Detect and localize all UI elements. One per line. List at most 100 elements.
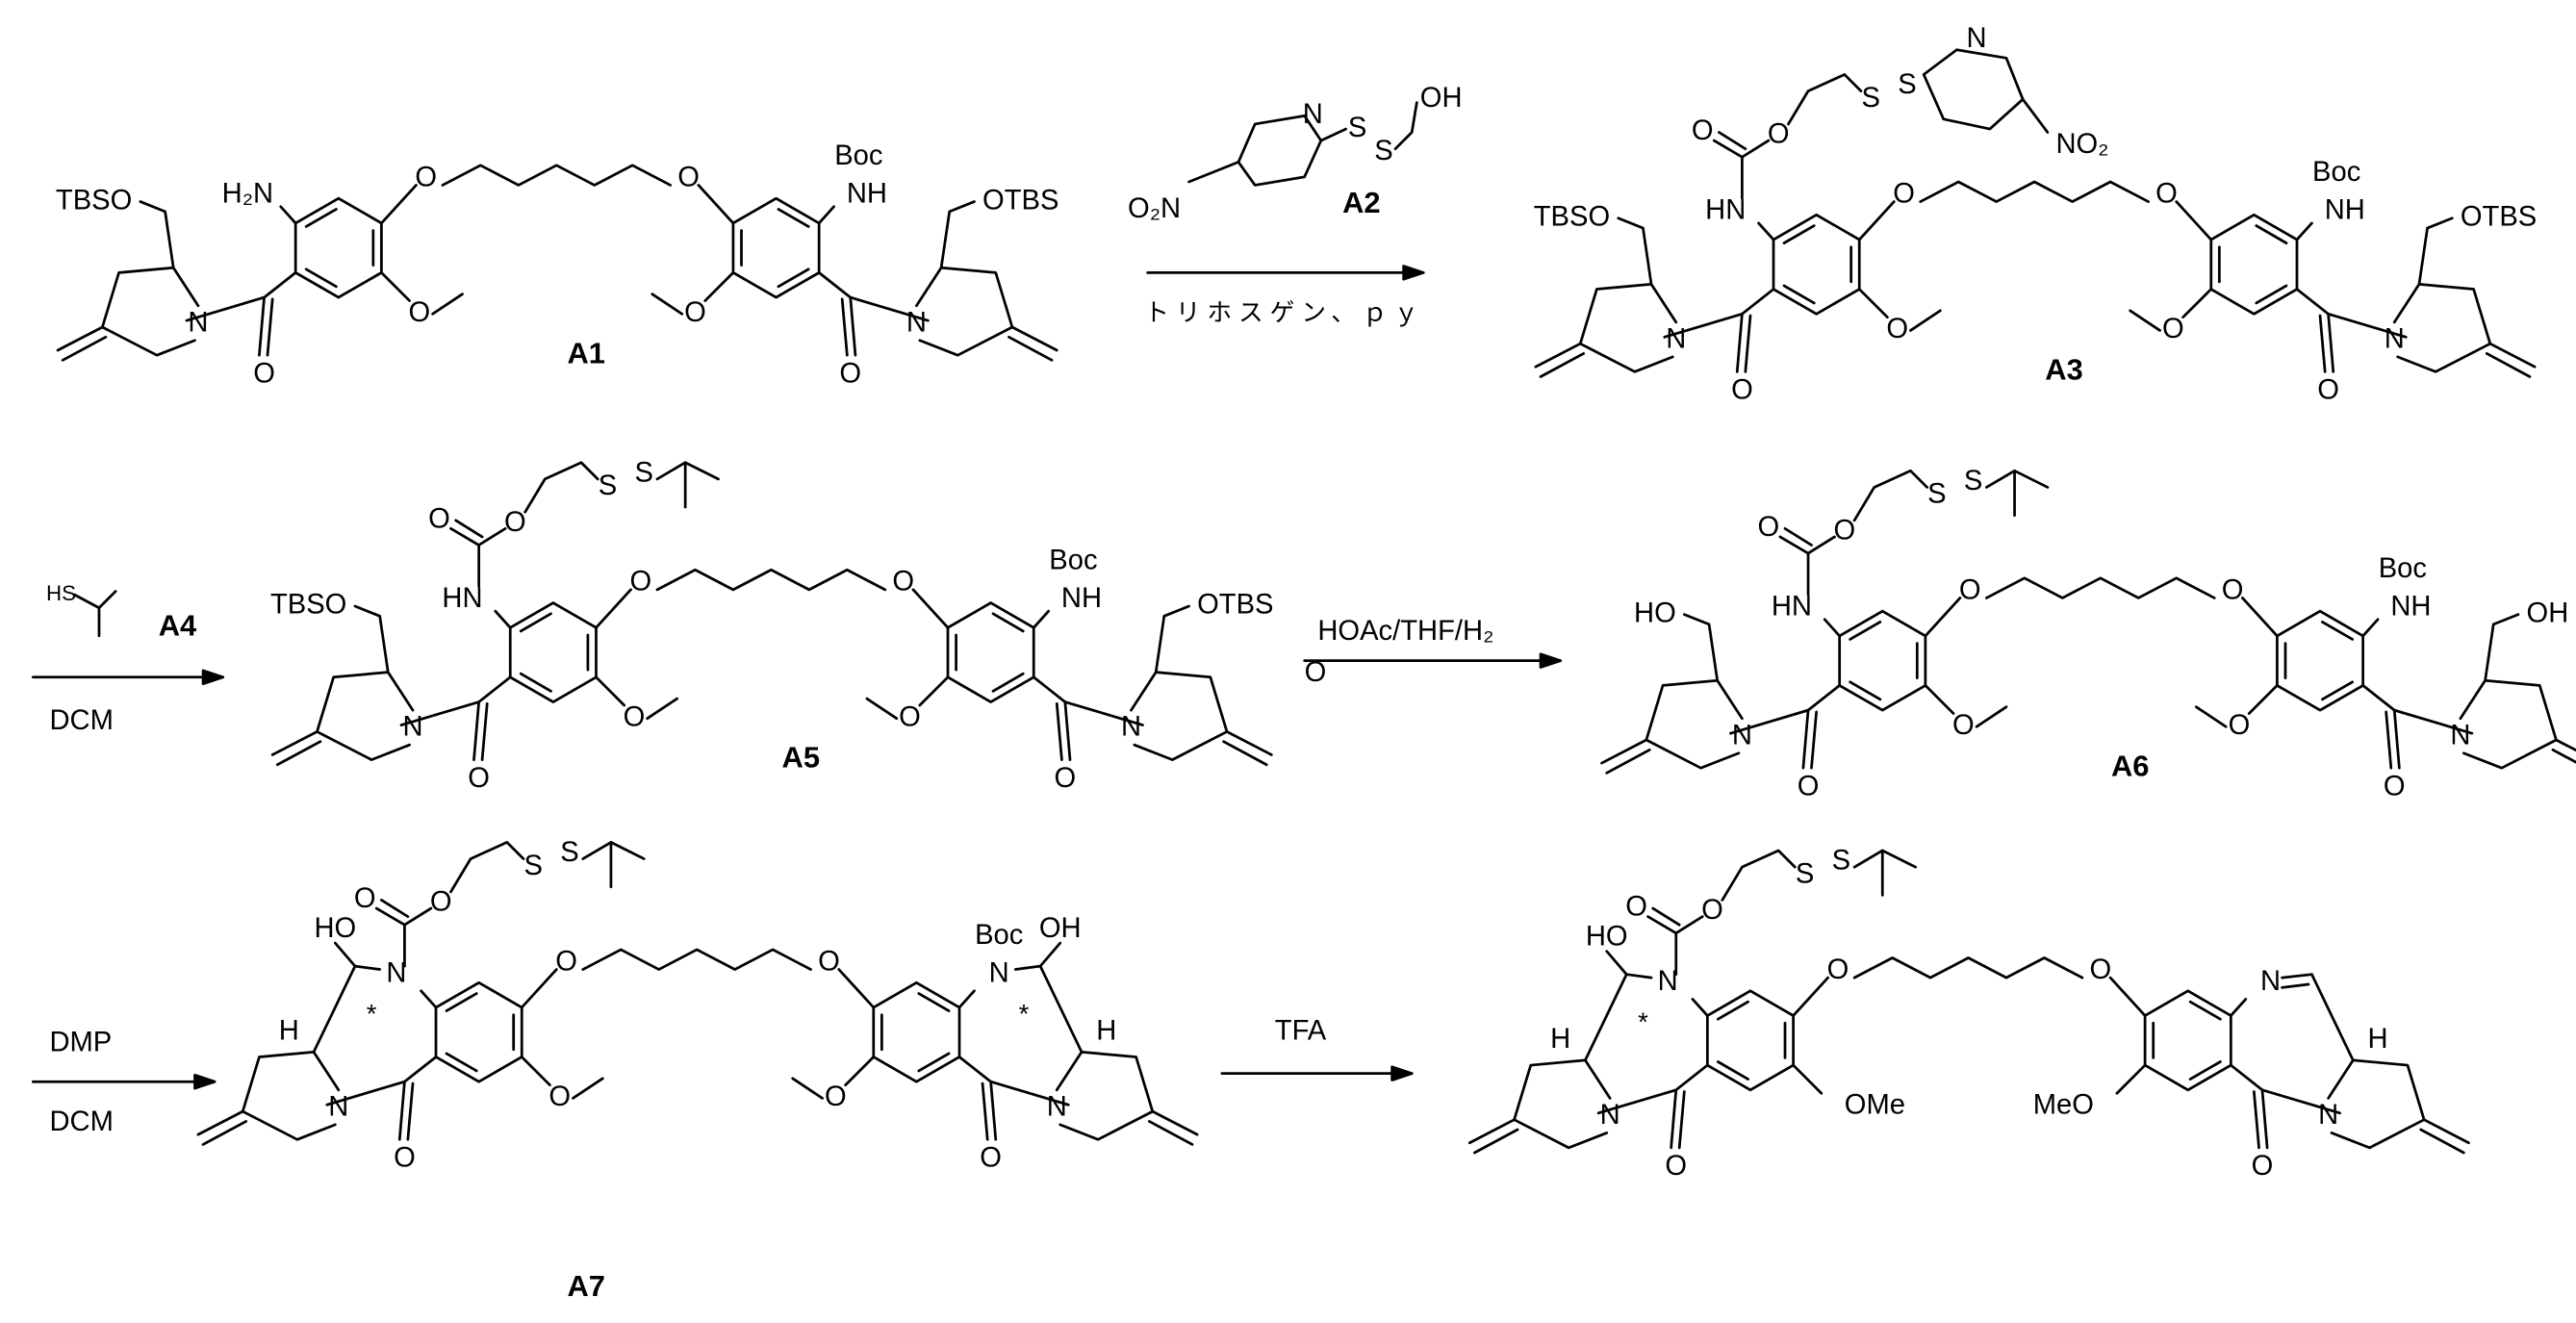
- pyrrolidine-n: N: [2385, 323, 2405, 354]
- bond: [480, 701, 489, 761]
- carbonyl-o: O: [253, 358, 275, 389]
- bond: [1467, 1118, 1516, 1145]
- bond: [1757, 221, 1775, 242]
- compound-id-a1: A1: [567, 336, 604, 369]
- bond: [1617, 216, 1653, 286]
- ring-h-label: H: [1096, 1015, 1116, 1046]
- right-alcohol-label: OH: [2527, 598, 2569, 628]
- double-bond: [777, 208, 810, 228]
- reagent-a4-hs: HS: [46, 581, 76, 605]
- bond: [595, 588, 632, 629]
- bond: [703, 271, 735, 302]
- bond: [1038, 964, 1084, 1054]
- bond: [2253, 1090, 2260, 1150]
- sulfur: S: [560, 837, 578, 868]
- carbonyl-o: O: [468, 763, 490, 794]
- sulfur: S: [1796, 858, 1814, 889]
- step3-conditions-o: O: [1305, 657, 1327, 688]
- ether-o: O: [677, 162, 700, 192]
- bond: [1852, 469, 1928, 522]
- bond: [844, 1056, 876, 1087]
- stereo-star: *: [1638, 1006, 1648, 1036]
- bond: [1909, 309, 1942, 332]
- bond: [572, 1077, 604, 1100]
- left-methoxy: O: [624, 701, 646, 732]
- bond: [1646, 915, 1678, 935]
- double-bond: [2255, 284, 2288, 305]
- bond: [2385, 710, 2393, 770]
- bond: [911, 588, 950, 629]
- carbamate-ester-o: O: [1768, 119, 1790, 150]
- bond: [1038, 941, 1062, 968]
- bond: [1670, 1088, 1678, 1150]
- left-pyrrolidine-ring: [316, 671, 415, 761]
- bond: [1691, 998, 1709, 1017]
- bond: [1007, 335, 1054, 362]
- bond: [1013, 964, 1042, 971]
- ring-h-label: H: [1550, 1024, 1570, 1055]
- right-benzene-ring: [872, 980, 961, 1083]
- bond: [449, 526, 481, 547]
- reagent-a4-bonds: [72, 590, 117, 638]
- bond: [837, 968, 876, 1009]
- bond: [1741, 288, 1775, 316]
- bond: [431, 293, 464, 316]
- bond: [1151, 1109, 1199, 1136]
- pyrrolidine-n: N: [1666, 323, 1686, 354]
- bond: [646, 697, 678, 721]
- double-bond: [2188, 1000, 2222, 1021]
- bond: [2327, 312, 2335, 373]
- right-pyrrolidine-ring: [915, 266, 1014, 357]
- left-benzene-ring: [1772, 213, 1861, 316]
- pyrrolidine-n: N: [188, 307, 208, 338]
- bond: [1857, 288, 1889, 319]
- bond: [275, 740, 322, 767]
- bond: [1010, 325, 1058, 352]
- pyrrolidine-n: N: [1047, 1091, 1067, 1122]
- carbonyl-o: O: [394, 1143, 416, 1174]
- bond: [840, 297, 849, 357]
- bond: [2108, 976, 2147, 1017]
- pyrrolidine-n: N: [2450, 720, 2470, 751]
- reagent-a2-label: A2: [1342, 186, 1380, 219]
- left-benzene-ring: [293, 196, 383, 299]
- bond: [1787, 73, 1863, 126]
- left-methoxy: O: [409, 297, 431, 328]
- bond: [420, 989, 438, 1009]
- bond: [1729, 708, 1810, 735]
- pentyl-linker: [1985, 576, 2216, 599]
- arrowhead: [1390, 1065, 1414, 1081]
- double-bond: [1849, 621, 1882, 641]
- carbonyl-o: O: [1731, 375, 1753, 406]
- bond: [2318, 314, 2327, 373]
- carbonyl-o: O: [980, 1143, 1002, 1174]
- bond: [266, 297, 274, 357]
- bond: [2129, 309, 2161, 332]
- bond: [1741, 139, 1771, 159]
- bond: [1584, 973, 1628, 1062]
- left-pyrrolidine-ring: [1645, 678, 1744, 770]
- reagent-a2-ring: [1187, 114, 1323, 187]
- right-alcohol-label: OTBS: [982, 185, 1058, 216]
- bond: [817, 271, 853, 299]
- sulfur: S: [1832, 846, 1850, 877]
- stereo-star: *: [367, 999, 377, 1029]
- right-methoxy: O: [2229, 710, 2251, 741]
- bond: [2555, 738, 2576, 752]
- right-hydroxy-label: OH: [1039, 913, 1082, 944]
- bond: [1147, 1120, 1194, 1146]
- pentyl-linker: [1852, 956, 2084, 980]
- double-bond: [2321, 680, 2355, 701]
- bond: [139, 200, 175, 269]
- bond: [1924, 597, 1962, 638]
- reagent-a2-no2: O₂N: [1128, 193, 1181, 224]
- double-bond: [1849, 680, 1882, 701]
- bond: [1852, 849, 1917, 869]
- bond: [1674, 915, 1704, 935]
- bond: [2181, 288, 2213, 319]
- bond: [1605, 950, 1628, 977]
- bond: [1055, 701, 1063, 761]
- bond: [865, 697, 899, 721]
- step2-solvent: DCM: [49, 705, 113, 736]
- bond: [325, 1080, 406, 1107]
